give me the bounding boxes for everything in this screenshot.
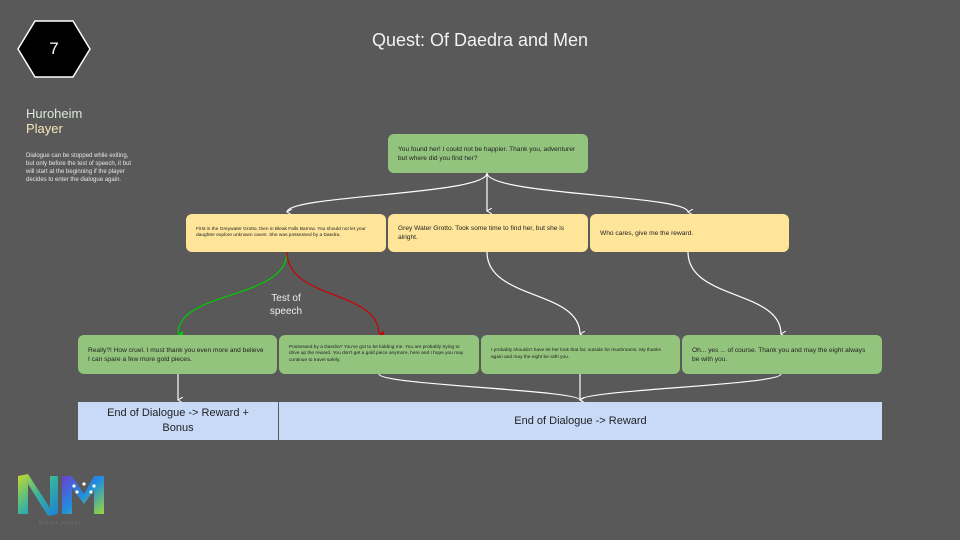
npc-response-box: Possessed by a Daedra? You've got to be … [279, 335, 479, 374]
npc-intro-text: You found her! I could not be happier. T… [398, 145, 576, 162]
arrow-choice3-response [687, 251, 781, 334]
npc-response-box: Really?! How cruel. I must thank you eve… [78, 335, 277, 374]
player-choice-box[interactable]: First in the Greywater Grotto, then in B… [186, 214, 386, 252]
arrow-response2-reward [378, 373, 580, 400]
arrow-intro-choice3 [486, 172, 688, 212]
npc-response-text: I probably shouldn't have let her look t… [491, 348, 661, 360]
npc-intro-box: You found her! I could not be happier. T… [388, 134, 588, 173]
npc-response-text: Possessed by a Daedra? You've got to be … [289, 344, 464, 363]
step-hexagon [17, 20, 91, 78]
player-choice-box[interactable]: Grey Water Grotto. Took some time to fin… [388, 214, 588, 252]
arrow-choice2-response [486, 251, 580, 334]
player-choice-box[interactable]: Who cares, give me the reward. [590, 214, 789, 252]
logo: Nintes Mottor [18, 474, 104, 525]
dialogue-note: Dialogue can be stopped while exiting, b… [26, 153, 132, 183]
player-choice-text: First in the Greywater Grotto, then in B… [196, 226, 366, 239]
npc-label: Huroheim [26, 106, 83, 121]
test-of-speech-label: Test of speech [269, 293, 303, 317]
player-label: Player [26, 121, 63, 136]
arrow-speech-fail [286, 251, 385, 337]
player-choice-text: Grey Water Grotto. Took some time to fin… [398, 225, 565, 241]
outcome-normal-text: End of Dialogue -> Reward [514, 414, 647, 427]
npc-response-box: I probably shouldn't have let her look t… [481, 335, 680, 374]
arrow-speech-success [177, 251, 288, 338]
outcome-bonus-text: End of Dialogue -> Reward + Bonus [107, 407, 249, 434]
outcome-reward: End of Dialogue -> Reward [279, 402, 882, 440]
npc-response-box: Oh... yes ... of course. Thank you and m… [682, 335, 882, 374]
arrow-intro-choice1 [287, 172, 488, 212]
page-title: Quest: Of Daedra and Men [371, 30, 589, 50]
outcome-reward-bonus: End of Dialogue -> Reward + Bonus [78, 402, 278, 440]
npc-response-text: Really?! How cruel. I must thank you eve… [88, 346, 264, 363]
logo-text: Nintes Mottor [39, 520, 81, 525]
arrow-response4-reward [580, 373, 782, 400]
npc-response-text: Oh... yes ... of course. Thank you and m… [692, 346, 866, 363]
step-number: 7 [49, 39, 59, 58]
player-choice-text: Who cares, give me the reward. [600, 229, 694, 237]
